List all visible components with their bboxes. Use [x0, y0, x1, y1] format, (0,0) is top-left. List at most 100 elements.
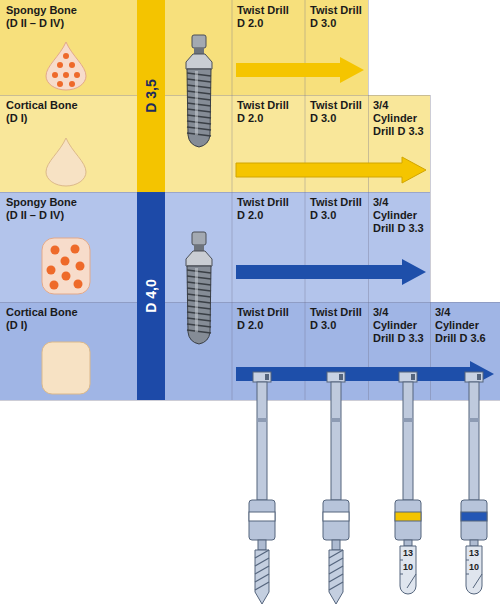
sequence-arrow	[236, 57, 494, 387]
cell-text: Twist Drill D 2.0	[237, 99, 289, 125]
drill	[400, 540, 416, 594]
drill	[249, 372, 275, 604]
spongy-bone-icon	[51, 246, 60, 255]
implant	[186, 232, 212, 344]
cortical-bone-icon	[46, 138, 86, 186]
drill	[329, 540, 343, 604]
spongy-bone-icon	[57, 81, 63, 87]
spongy-bone-icon	[63, 72, 69, 78]
drill	[323, 372, 349, 604]
spongy-bone-icon	[76, 262, 85, 271]
drill-step-cell: 3/4 Cylinder Drill D 3.3	[368, 192, 430, 302]
cell-text: 3/4 Cylinder Drill D 3.3	[373, 99, 425, 138]
depth-mark: 13	[400, 548, 416, 558]
drill-step-cell: Twist Drill D 3.0	[305, 302, 368, 400]
cell-text: Twist Drill D 3.0	[310, 196, 362, 222]
drill	[249, 372, 275, 540]
cell-text: Spongy Bone (D II – D IV)	[6, 4, 90, 30]
bone-type-cell: Spongy Bone (D II – D IV)	[0, 0, 137, 95]
cortical-bone-icon	[42, 342, 90, 394]
drill	[255, 540, 269, 604]
drill	[395, 372, 421, 540]
spongy-bone-icon	[52, 72, 58, 78]
bone-type-cell: Cortical Bone (D I)	[0, 302, 137, 400]
cell-text: Spongy Bone (D II – D IV)	[6, 196, 90, 222]
drill	[461, 372, 487, 540]
cell-text: Cortical Bone (D I)	[6, 99, 90, 125]
spongy-bone-icon	[42, 238, 90, 294]
spongy-bone-icon	[69, 81, 75, 87]
spongy-bone-icon	[47, 266, 56, 275]
row-band	[0, 0, 368, 95]
implant-diameter-bar: D 4,0	[137, 192, 165, 400]
sequence-arrow	[236, 57, 364, 83]
bone-type-cell: Spongy Bone (D II – D IV)	[0, 192, 137, 302]
cell-text: Twist Drill D 2.0	[237, 306, 289, 332]
grid-line	[305, 0, 306, 400]
spongy-bone-icon	[74, 280, 83, 289]
drill	[461, 372, 487, 594]
drill-step-cell: Twist Drill D 2.0	[232, 0, 305, 95]
drill-step-cell: 3/4 Cylinder Drill D 3.3	[368, 302, 430, 400]
spongy-bone-icon	[74, 72, 80, 78]
cell-text: Cortical Bone (D I)	[6, 306, 90, 332]
grid-line	[0, 95, 430, 96]
sequence-arrow	[236, 157, 426, 183]
implant	[186, 35, 212, 147]
drill-step-cell: Twist Drill D 3.0	[305, 95, 368, 192]
cell-text: Twist Drill D 3.0	[310, 99, 362, 125]
cortical-bone-icon	[42, 342, 90, 394]
drill	[323, 512, 349, 521]
drill-step-cell: Twist Drill D 2.0	[232, 95, 305, 192]
spongy-bone-icon	[42, 238, 90, 294]
sequence-arrow	[236, 259, 426, 285]
drill	[395, 512, 421, 521]
row-band	[0, 0, 500, 400]
depth-mark: 13	[466, 548, 482, 558]
drill-step-cell: Twist Drill D 3.0	[305, 0, 368, 95]
depth-mark: 10	[466, 562, 482, 572]
drill-step-cell: Twist Drill D 2.0	[232, 302, 305, 400]
drill	[249, 512, 275, 521]
grid-line	[430, 95, 431, 400]
row-band	[0, 95, 430, 192]
grid-line	[0, 192, 430, 193]
diameter-label: D 3,5	[143, 79, 159, 112]
bone-type-cell: Cortical Bone (D I)	[0, 95, 137, 192]
spongy-bone-icon	[61, 257, 70, 266]
drill	[323, 372, 349, 540]
spongy-bone-icon	[69, 62, 75, 68]
depth-mark: 10	[400, 562, 416, 572]
cell-text: Twist Drill D 2.0	[237, 196, 289, 222]
spongy-bone-icon	[71, 245, 80, 254]
spongy-bone-icon	[62, 272, 71, 281]
grid-line	[0, 302, 500, 303]
cell-text: Twist Drill D 2.0	[237, 4, 289, 30]
diameter-label: D 4,0	[143, 279, 159, 312]
cell-text: 3/4 Cylinder Drill D 3.3	[373, 196, 425, 235]
drill-step-cell: 3/4 Cylinder Drill D 3.6	[430, 302, 500, 400]
drill	[466, 540, 482, 594]
grid-line	[0, 0, 500, 401]
drill	[461, 512, 487, 521]
row-band	[0, 192, 430, 302]
cell-text: Twist Drill D 3.0	[310, 306, 362, 332]
drill-step-cell: Twist Drill D 2.0	[232, 192, 305, 302]
spongy-bone-icon	[46, 42, 86, 90]
sequence-arrow	[236, 361, 494, 387]
spongy-bone-icon	[50, 281, 59, 290]
cortical-bone-icon	[46, 138, 86, 186]
spongy-bone-icon	[57, 62, 63, 68]
drill	[395, 372, 421, 594]
cell-text: 3/4 Cylinder Drill D 3.6	[435, 306, 487, 345]
drill-step-cell: 3/4 Cylinder Drill D 3.3	[368, 95, 430, 192]
cell-text: Twist Drill D 3.0	[310, 4, 362, 30]
spongy-bone-icon	[63, 53, 69, 59]
grid-line	[368, 0, 369, 400]
grid-line	[232, 0, 233, 400]
row-band	[0, 302, 500, 400]
spongy-bone-icon	[46, 42, 86, 90]
implant-diameter-bar: D 3,5	[137, 0, 165, 192]
cell-text: 3/4 Cylinder Drill D 3.3	[373, 306, 425, 345]
